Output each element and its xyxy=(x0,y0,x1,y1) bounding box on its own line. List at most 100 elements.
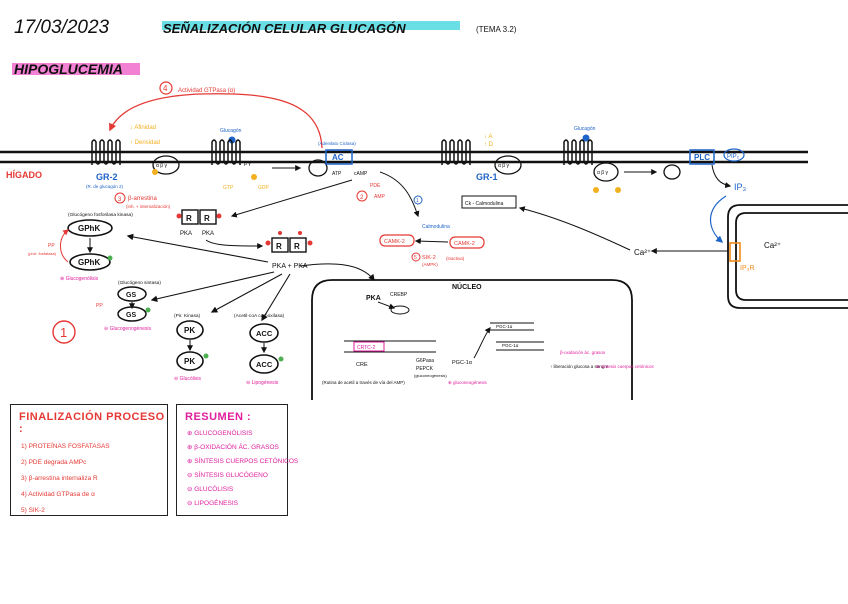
pk-result: ⊖ Glucólisis xyxy=(174,376,201,382)
gs-bottom-label: GS xyxy=(126,312,136,319)
arrestin-number-badge xyxy=(114,192,126,204)
pk-p-dot xyxy=(203,353,209,359)
resumen-item: ⊕ β-OXIDACIÓN ÁC. GRASOS xyxy=(187,444,279,451)
glucagon-receptor-active xyxy=(211,139,241,165)
gphk-pp-arrow xyxy=(60,229,69,263)
pde-label: PDE xyxy=(370,183,381,189)
date-text: 17/03/2023 xyxy=(14,17,110,38)
pka-to-acc-arrow xyxy=(261,273,291,322)
gprotein-alpha-ac xyxy=(308,159,328,177)
camp-to-pka-arrow xyxy=(230,179,353,218)
step-1-badge xyxy=(52,320,76,344)
er-outer xyxy=(727,204,848,309)
gs-top-label: GS xyxy=(126,292,136,299)
gene-g6pase: G6Pasa xyxy=(416,358,434,364)
glucose-release-note: ↑ liberación glucosa a sangre xyxy=(550,364,609,369)
acc-top-label: ACC xyxy=(256,329,273,338)
creb-label: CREBP xyxy=(390,292,408,298)
gs-active xyxy=(117,286,147,302)
gs-result: ⊖ Glucogenogénesis xyxy=(104,326,151,332)
crtc-box xyxy=(353,341,385,352)
nucleus-footnote: (Rutina de acetil a través de vía del AM… xyxy=(322,380,405,385)
finalizacion-box: FINALIZACIÓN PROCESO : 1) PROTEÍNAS FOSF… xyxy=(10,404,168,516)
gphk-active xyxy=(69,253,111,271)
gprotein-alpha-plc xyxy=(663,164,681,180)
camp-to-epac-arrow xyxy=(379,171,420,218)
nucleus-envelope xyxy=(311,279,633,400)
pka-r-left-label: R xyxy=(186,214,192,223)
pka-complex-dot-2 xyxy=(307,240,313,246)
gtp-text: GTP xyxy=(223,185,234,191)
adenylate-cyclase xyxy=(325,149,353,165)
gtpase-activity-arrow xyxy=(109,93,323,149)
camp-label: cAMP xyxy=(354,171,368,177)
pka-subunit-1: PKA xyxy=(180,231,192,237)
pka-complex-r2 xyxy=(289,237,307,253)
pka-r-right-label: R xyxy=(204,214,210,223)
step-1-number: 1 xyxy=(60,325,67,340)
title-highlight xyxy=(162,21,460,30)
acc-active xyxy=(249,323,279,343)
pka-r-right-dot xyxy=(216,213,222,219)
nucleus-pka-label: PKA xyxy=(366,295,381,302)
ip3-label: IP₃ xyxy=(734,182,747,192)
arrestin-label: β-arrestina xyxy=(128,196,157,202)
acc-note: (Acetil-coA carboxilasa) xyxy=(234,313,285,319)
acc-p-dot xyxy=(278,356,284,362)
ck-calmodulin-box xyxy=(461,195,517,209)
gr1-receptor xyxy=(441,139,471,165)
ip3r-label: IP₃R xyxy=(740,265,755,272)
pk-active xyxy=(176,320,204,340)
resumen-item: ⊕ SÍNTESIS CUERPOS CETÓNICOS xyxy=(187,458,299,465)
section-highlight xyxy=(12,63,140,75)
arrestin-note: (inh. + internalización) xyxy=(126,204,171,209)
ck-calmodulin-label: Ck - Calmodulina xyxy=(465,201,504,207)
pip2-label: PIP₂ xyxy=(727,154,740,160)
pka-to-nucleus-arrow xyxy=(299,263,375,282)
pka-release-arrow xyxy=(205,239,264,249)
gphk-note: (Glucógeno fosforilasa kinasa) xyxy=(68,212,133,218)
gene-pepck: PEPCK xyxy=(416,366,434,372)
camk-right-box xyxy=(449,236,485,249)
gprotein-gr1 xyxy=(494,155,522,175)
pip2-node xyxy=(723,148,745,162)
er-inner xyxy=(735,212,848,301)
plc-enzyme xyxy=(689,149,715,165)
pde-number: 2 xyxy=(360,195,364,201)
resumen-item: ⊖ LIPOGÉNESIS xyxy=(187,500,238,507)
pka-to-pk-arrow xyxy=(210,273,283,313)
resumen-title: RESUMEN : xyxy=(185,411,252,423)
gr2-receptor xyxy=(91,139,121,165)
sik-number-badge xyxy=(411,252,421,262)
gr1-label: GR-1 xyxy=(476,172,498,182)
gs-note: (Glucógeno sintasa) xyxy=(118,280,161,286)
amp-label: AMP xyxy=(374,194,386,200)
finalizacion-item: 3) β-arrestina internaliza R xyxy=(21,475,98,482)
finalizacion-title: FINALIZACIÓN PROCESO : xyxy=(19,411,165,435)
pk-top-label: PK xyxy=(184,326,195,335)
pgc-label: PGC-1α xyxy=(452,360,473,366)
pka-to-creb-arrow xyxy=(377,301,396,310)
arrestin-number: 3 xyxy=(118,197,122,203)
pka-complex-r2-label: R xyxy=(294,242,300,251)
activity-number: 4 xyxy=(163,84,168,93)
pde-number-badge xyxy=(356,190,368,202)
gdp-gr1-dot xyxy=(615,187,621,193)
pk-note: (Pir. Kinasa) xyxy=(174,313,201,319)
activity-label: Actividad GTPasa (α) xyxy=(178,88,235,94)
cre-label: CRE xyxy=(356,362,368,368)
resumen-box: RESUMEN : ⊕ GLUCOGENÓLISIS ⊕ β-OXIDACIÓN… xyxy=(176,404,299,516)
sik-note: (AMPK) xyxy=(422,262,438,267)
camk-arrow xyxy=(414,238,449,245)
affinity-note: ↓ Afinidad xyxy=(130,125,156,131)
atp-label: ATP xyxy=(332,171,342,177)
ketone-note: ⊕ síntesis cuerpos cetónicos xyxy=(596,364,655,369)
fat-oxidation-note: β-oxidación ác. grasos xyxy=(560,350,606,355)
calmodulin-number: 1 xyxy=(416,198,419,204)
pka-r-right xyxy=(199,209,217,225)
ca-to-calmodulin-arrow xyxy=(518,206,631,251)
pka-subunit-2: PKA xyxy=(202,231,214,237)
gphk-bottom-label: GPhK xyxy=(78,258,100,267)
nucleus-label: NÚCLEO xyxy=(452,282,482,291)
